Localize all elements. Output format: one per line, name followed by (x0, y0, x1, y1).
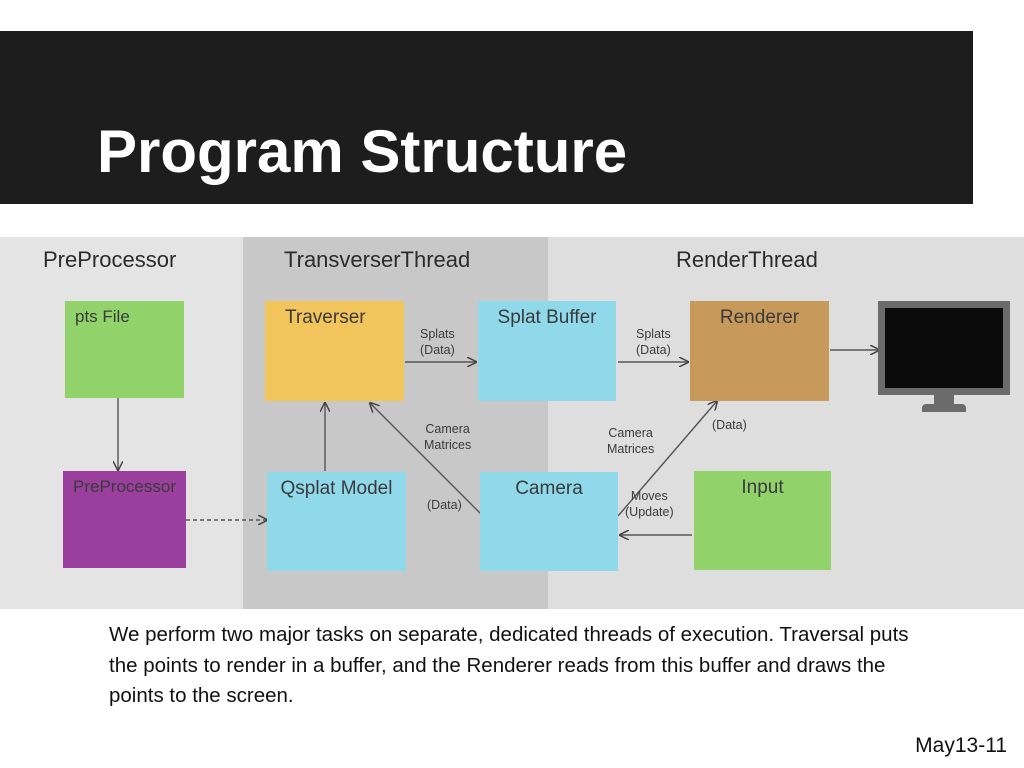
edge-label-buffer-renderer: Splats (Data) (636, 327, 671, 357)
node-splat-buffer-label: Splat Buffer (497, 307, 597, 328)
node-pts-file: pts File (65, 301, 184, 398)
node-preprocessor: PreProcessor (63, 471, 186, 568)
title-bar (0, 31, 973, 204)
edge-label-camera-renderer: Camera Matrices (607, 426, 655, 456)
edge-label-traverser-buffer: Splats (Data) (420, 327, 455, 357)
node-traverser: Traverser (265, 301, 404, 401)
section-label-traverser-thread: TransverserThread (284, 247, 471, 272)
node-renderer-label: Renderer (719, 307, 800, 328)
program-structure-diagram: PreProcessor TransverserThread RenderThr… (0, 237, 1024, 609)
edge-label-camera-traverser: Camera Matrices (424, 422, 472, 452)
edge-label-renderer-data: (Data) (712, 418, 747, 432)
node-pts-file-label: pts File (75, 307, 130, 326)
arrow-camera-to-renderer (617, 401, 717, 517)
node-qsplat-model: Qsplat Model (267, 472, 406, 571)
arrow-camera-to-traverser (370, 403, 484, 517)
edge-label-input-camera: Moves (Update) (625, 489, 674, 519)
node-input: Input (694, 471, 831, 570)
monitor-icon (878, 301, 1010, 413)
node-camera-label: Camera (515, 478, 583, 499)
edge-label-camera-traverser-data: (Data) (427, 498, 462, 512)
node-preprocessor-label: PreProcessor (73, 477, 176, 496)
section-label-render-thread: RenderThread (676, 247, 818, 272)
node-traverser-label: Traverser (285, 307, 366, 328)
node-input-label: Input (741, 477, 784, 498)
slide-caption: We perform two major tasks on separate, … (109, 623, 909, 707)
node-camera: Camera (480, 472, 618, 571)
slide-footer: May13-11 (915, 734, 1007, 757)
diagram-connectors (0, 237, 1024, 609)
section-label-preprocessor: PreProcessor (43, 247, 177, 272)
node-splat-buffer: Splat Buffer (478, 301, 616, 401)
node-qsplat-model-label: Qsplat Model (280, 478, 393, 499)
slide-title: Program Structure (97, 118, 628, 185)
node-renderer: Renderer (690, 301, 829, 401)
